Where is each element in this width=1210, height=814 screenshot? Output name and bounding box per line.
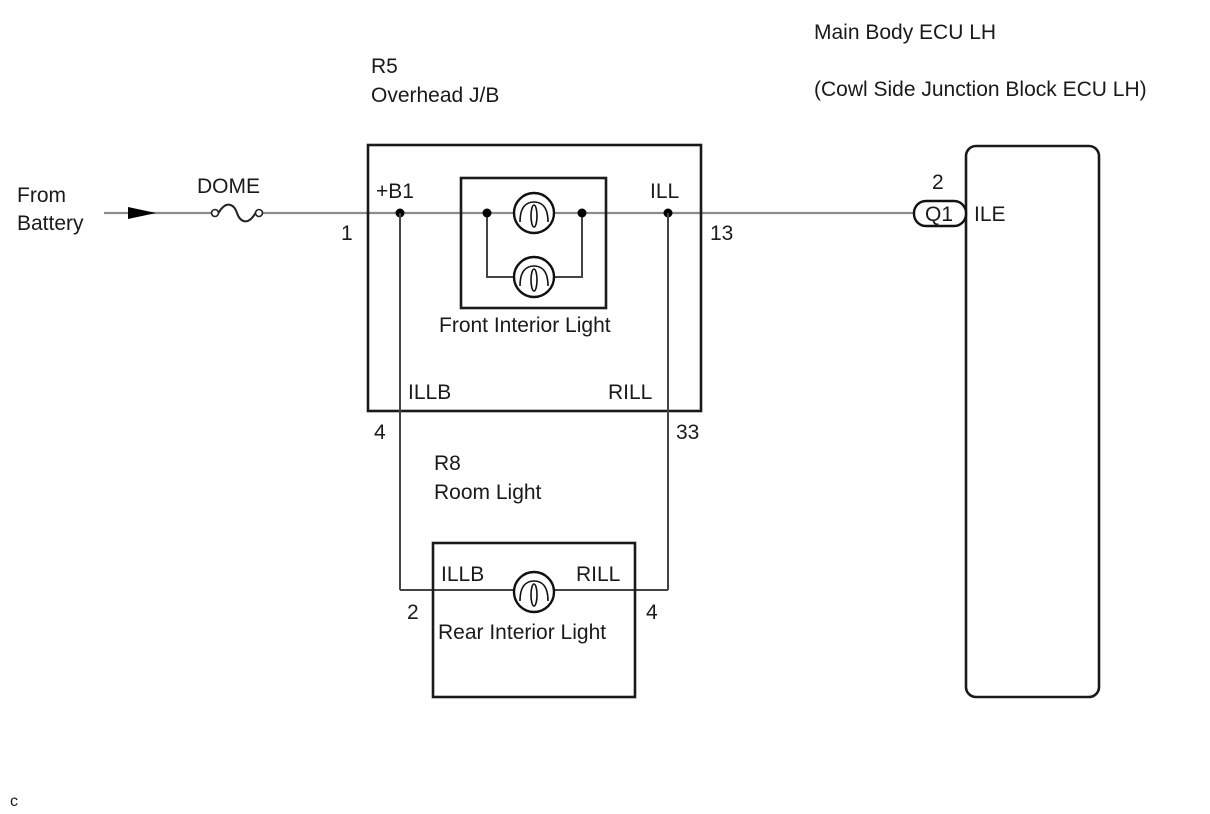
- front-interior-light-label: Front Interior Light: [439, 314, 611, 337]
- footer-code: c: [10, 793, 18, 810]
- fuse-icon: [210, 203, 264, 223]
- ecu-connector-label: Q1: [925, 203, 953, 226]
- front-interior-light-box: [459, 176, 608, 310]
- junction-dot: [577, 208, 587, 218]
- source-label-line1: From: [17, 184, 66, 207]
- overhead-jb-connector-id: R5: [371, 55, 398, 78]
- pin-illb: 4: [374, 421, 386, 444]
- room-light-name: Room Light: [434, 481, 542, 504]
- rear-terminal-rill: RILL: [576, 563, 620, 586]
- pin-rill: 33: [676, 421, 699, 444]
- pin-ill: 13: [710, 222, 733, 245]
- ecu-pin: 2: [932, 171, 944, 194]
- arrow-right-icon: [128, 207, 156, 219]
- overhead-jb-box: [366, 143, 703, 413]
- ecu-terminal: ILE: [974, 203, 1006, 226]
- terminal-illb: ILLB: [408, 381, 451, 404]
- ecu-subname: (Cowl Side Junction Block ECU LH): [814, 78, 1147, 101]
- source-label-line2: Battery: [17, 212, 84, 235]
- ecu-box: [964, 144, 1101, 699]
- rear-terminal-illb: ILLB: [441, 563, 484, 586]
- rear-pin-illb: 2: [407, 601, 419, 624]
- rear-interior-light-label: Rear Interior Light: [438, 621, 606, 644]
- pin-b1: 1: [341, 222, 353, 245]
- fuse-label: DOME: [197, 175, 260, 198]
- q1-connector: [912, 199, 968, 228]
- bulb-icon: [512, 191, 556, 235]
- room-light-connector-id: R8: [434, 452, 461, 475]
- ecu-name: Main Body ECU LH: [814, 21, 996, 44]
- bulb-icon: [512, 570, 556, 614]
- junction-dot: [482, 208, 492, 218]
- bulb-icon: [512, 255, 556, 299]
- rear-interior-light-box: [431, 541, 637, 699]
- overhead-jb-name: Overhead J/B: [371, 84, 499, 107]
- rear-pin-rill: 4: [646, 601, 658, 624]
- terminal-ill: ILL: [650, 180, 679, 203]
- terminal-b1: +B1: [376, 180, 414, 203]
- terminal-rill: RILL: [608, 381, 652, 404]
